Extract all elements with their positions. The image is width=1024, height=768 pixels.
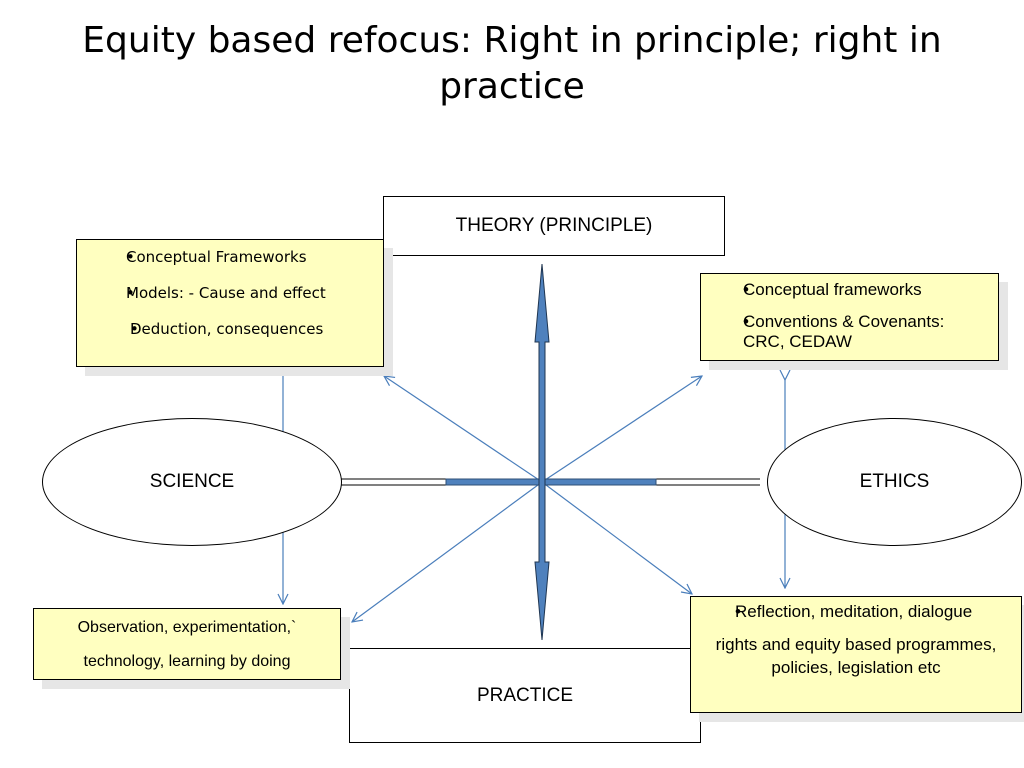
arrow-to-science-practice: [352, 481, 543, 622]
list-item: Reflection, meditation, dialogue: [699, 601, 1013, 623]
practice-label: PRACTICE: [476, 684, 574, 706]
theory-box: THEORY (PRINCIPLE): [383, 196, 725, 256]
list-item-text: Conceptual frameworks: [743, 280, 922, 299]
ethics-practice-list: Reflection, meditation, dialogue: [699, 601, 1013, 623]
ethics-label: ETHICS: [859, 471, 930, 492]
central-axis: [445, 263, 657, 641]
arrow-to-science-theory: [384, 376, 543, 483]
list-item: Deduction, consequences: [87, 318, 373, 354]
arrow-to-ethics-practice: [541, 481, 692, 594]
science-ellipse: SCIENCE: [42, 418, 342, 546]
science-theory-note: Conceptual Frameworks Models: - Cause an…: [76, 239, 393, 376]
diagonal-arrows: [352, 376, 702, 622]
list-item-text: Conceptual Frameworks: [126, 248, 307, 266]
list-item: Conceptual Frameworks: [87, 246, 373, 282]
horizontal-axis-bar: [445, 478, 657, 486]
arrow-to-ethics-theory: [541, 376, 702, 483]
list-item-text: Reflection, meditation, dialogue: [735, 602, 973, 621]
ethics-practice-note: Reflection, meditation, dialogue rights …: [690, 596, 1024, 722]
slide-title: Equity based refocus: Right in principle…: [82, 20, 942, 107]
science-practice-note: Observation, experimentation,` technolog…: [33, 608, 350, 689]
science-practice-line-1: Observation, experimentation,`: [77, 619, 297, 636]
list-item: Conceptual frameworks: [713, 279, 988, 300]
list-item-text: Conventions & Covenants: CRC, CEDAW: [743, 312, 945, 351]
list-item-text: Models: - Cause and effect: [126, 284, 326, 302]
ethics-theory-list: Conceptual frameworks Conventions & Cove…: [713, 279, 988, 352]
ethics-theory-note: Conceptual frameworks Conventions & Cove…: [700, 273, 1008, 370]
science-theory-list: Conceptual Frameworks Models: - Cause an…: [87, 246, 373, 354]
ethics-ellipse: ETHICS: [767, 418, 1022, 546]
science-label: SCIENCE: [149, 471, 235, 492]
vertical-axis-arrow: [534, 263, 550, 641]
list-item-text: Deduction, consequences: [130, 320, 324, 338]
list-item: Conventions & Covenants: CRC, CEDAW: [713, 312, 988, 352]
ethics-practice-text: rights and equity based programmes, poli…: [715, 635, 997, 677]
list-item: Models: - Cause and effect: [87, 282, 373, 318]
science-practice-line-2: technology, learning by doing: [83, 653, 291, 670]
practice-box: PRACTICE: [349, 648, 701, 743]
theory-label: THEORY (PRINCIPLE): [455, 215, 653, 236]
